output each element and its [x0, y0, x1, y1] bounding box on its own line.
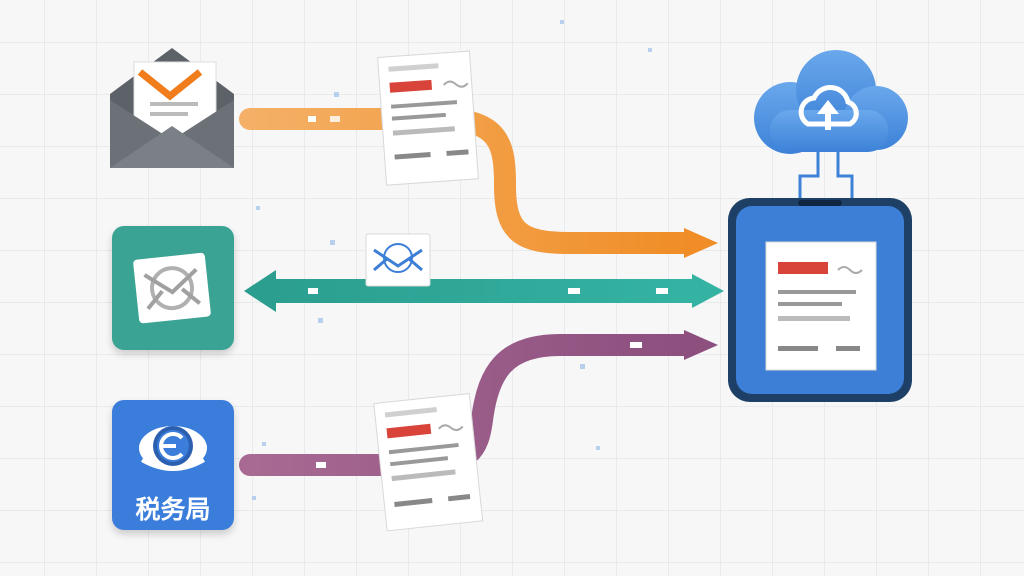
- wechat-source-tile: [112, 226, 234, 350]
- tax-flow-arrow: [239, 330, 718, 476]
- tax-bureau-label: 税务局: [135, 495, 211, 524]
- wechat-invoice-icon: [365, 233, 431, 287]
- email-flow-arrow: [239, 108, 718, 258]
- tax-bureau-icon: [139, 426, 207, 471]
- wechat-invoice-icon: [133, 252, 211, 324]
- envelope-icon: [110, 48, 234, 168]
- tax-invoice-icon: [373, 392, 484, 532]
- wechat-flow-arrow: [244, 270, 724, 312]
- email-invoice-icon: [377, 50, 479, 186]
- tablet-device-icon: [728, 198, 912, 402]
- cloud-upload-icon: [754, 50, 908, 208]
- tax-bureau-tile: 税务局: [112, 400, 234, 530]
